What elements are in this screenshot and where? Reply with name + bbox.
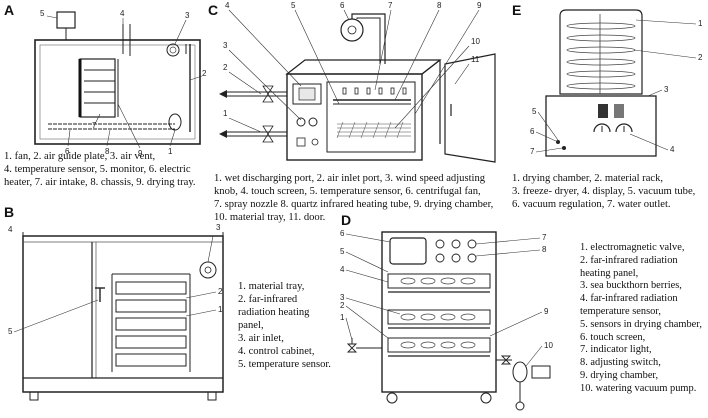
callout-label: 9 — [544, 307, 549, 316]
caption-line: heating panel, — [580, 267, 639, 279]
panel-a-letter: A — [4, 2, 15, 18]
caption-line: 7. indicator light, — [580, 344, 652, 356]
panel-c-diagram: 4 5 6 7 8 9 3 2 10 11 1 — [219, 1, 496, 163]
callout-label: 4 — [340, 265, 345, 274]
callout-label: 1 — [223, 109, 228, 118]
callout-label: 3 — [216, 223, 221, 232]
panel-a-caption: 1. fan, 2. air guide plate, 3. air vent,… — [4, 150, 196, 189]
caption-line: 5. sensors in drying chamber, — [580, 318, 702, 330]
callout-label: 2 — [218, 287, 223, 296]
callout-label: 1 — [698, 19, 703, 28]
caption-line: 9. drying chamber, — [580, 369, 659, 381]
caption-line: 3. air inlet, — [238, 333, 284, 344]
callout-label: 6 — [530, 127, 535, 136]
callout-label: 1 — [218, 305, 223, 314]
callout-label: 11 — [471, 55, 480, 64]
callout-label: 1 — [340, 313, 345, 322]
caption-line: 6. touch screen, — [580, 331, 646, 343]
monitor-box — [56, 11, 76, 29]
callout-label: 4 — [225, 1, 230, 10]
panel-d-caption: 1. electromagnetic valve, 2. far-infrare… — [580, 242, 702, 396]
callout-label: 8 — [105, 147, 110, 156]
callout-label: 3 — [340, 293, 345, 302]
callout-label: 4 — [670, 145, 675, 154]
caption-line: 10. watering vacuum pump. — [580, 382, 697, 394]
callout-label: 3 — [223, 41, 228, 50]
callout-label: 2 — [202, 69, 207, 78]
caption-line: 4. far-infrared radiation — [580, 293, 678, 305]
callout-label: 10 — [471, 37, 480, 46]
caption-line: knob, 4. touch screen, 5. temperature se… — [214, 186, 481, 197]
panel-d-letter: D — [341, 212, 352, 228]
caption-line: 4. temperature sensor, 5. monitor, 6. el… — [4, 164, 191, 175]
panel-c-caption: 1. wet discharging port, 2. air inlet po… — [214, 172, 493, 224]
callout-label: 5 — [8, 327, 13, 336]
caption-line: 10. material tray, 11. door. — [214, 212, 326, 223]
callout-label: 10 — [544, 341, 553, 350]
caption-line: 1. material tray, — [238, 281, 305, 292]
callout-label: 8 — [542, 245, 547, 254]
panel-a-diagram: 5 4 3 2 7 6 8 9 1 — [34, 9, 207, 158]
callout-label: 5 — [40, 9, 45, 18]
chassis-frame — [34, 39, 201, 145]
callout-label: 1 — [168, 147, 173, 156]
caption-line: temperature sensor, — [580, 305, 661, 317]
callout-label: 2 — [698, 53, 703, 62]
callout-label: 7 — [388, 1, 393, 10]
caption-line: 3. sea buckthorn berries, — [580, 280, 682, 292]
caption-line: 6. vacuum regulation, 7. water outlet. — [512, 199, 671, 210]
callout-label: 5 — [340, 247, 345, 256]
caption-line: 1. electromagnetic valve, — [580, 242, 685, 253]
callout-label: 6 — [340, 1, 345, 10]
callout-label: 6 — [340, 229, 345, 238]
panel-d-diagram: 6 5 4 3 2 1 7 8 9 10 — [340, 229, 553, 411]
callout-label: 9 — [477, 1, 482, 10]
callout-label: 7 — [92, 121, 97, 130]
panel-e-letter: E — [512, 2, 522, 18]
caption-line: 7. spray nozzle 8. quartz infrared heati… — [214, 199, 494, 210]
callout-label: 4 — [120, 9, 125, 18]
panel-b-letter: B — [4, 204, 15, 220]
callout-label: 7 — [530, 147, 535, 156]
callout-label: 3 — [664, 85, 669, 94]
callout-label: 2 — [340, 301, 345, 310]
caption-line: 3. freeze- dryer, 4. display, 5. vacuum … — [512, 186, 696, 197]
caption-line: 8. adjusting switch, — [580, 357, 661, 369]
caption-line: 2. far-infrared — [238, 294, 298, 305]
callout-label: 6 — [65, 147, 70, 156]
caption-line: 2. far-infrared radiation — [580, 254, 678, 266]
panel-b-diagram: 4 3 2 1 5 — [8, 223, 224, 401]
caption-line: 5. temperature sensor. — [238, 359, 331, 370]
caption-line: 4. control cabinet, — [238, 346, 315, 357]
callout-label: 2 — [223, 63, 228, 72]
callout-label: 5 — [532, 107, 537, 116]
caption-line: panel, — [238, 320, 264, 331]
callout-label: 4 — [8, 225, 13, 234]
panel-e-diagram: 1 2 3 5 4 6 7 — [530, 9, 703, 157]
callout-label: 3 — [185, 11, 190, 20]
callout-label: 9 — [138, 149, 143, 158]
panel-e-caption: 1. drying chamber, 2. material rack, 3. … — [512, 172, 695, 211]
caption-line: 1. wet discharging port, 2. air inlet po… — [214, 173, 486, 184]
caption-line: 1. fan, 2. air guide plate, 3. air vent, — [4, 151, 156, 162]
caption-line: 1. drying chamber, 2. material rack, — [512, 173, 664, 184]
callout-label: 5 — [291, 1, 296, 10]
panel-c-letter: C — [208, 2, 219, 18]
panel-b-caption: 1. material tray, 2. far-infrared radiat… — [238, 280, 331, 371]
caption-line: heater, 7. air intake, 8. chassis, 9. dr… — [4, 177, 196, 188]
callout-label: 7 — [542, 233, 547, 242]
caption-line: radiation heating — [238, 307, 310, 318]
callout-label: 8 — [437, 1, 442, 10]
